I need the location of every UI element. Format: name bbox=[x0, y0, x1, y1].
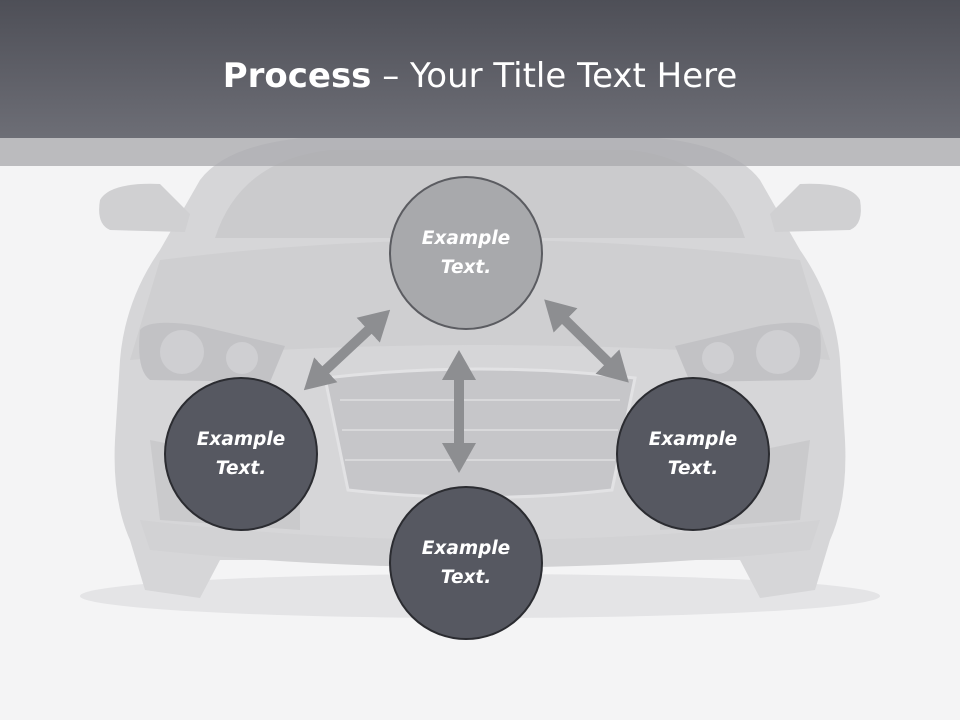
node-top-line1: Example bbox=[421, 228, 511, 249]
title-bold: Process bbox=[222, 56, 372, 96]
node-right: Example Text. bbox=[616, 377, 770, 531]
node-top-line2: Text. bbox=[440, 257, 492, 278]
slide-title: Process – Your Title Text Here bbox=[0, 54, 960, 98]
node-left-line2: Text. bbox=[215, 458, 267, 479]
node-left: Example Text. bbox=[164, 377, 318, 531]
title-underband bbox=[0, 138, 960, 166]
node-right-label: Example Text. bbox=[628, 425, 758, 483]
node-top: Example Text. bbox=[389, 176, 543, 330]
node-left-line1: Example bbox=[196, 429, 286, 450]
arrow-top-left bbox=[303, 309, 391, 391]
node-bottom: Example Text. bbox=[389, 486, 543, 640]
node-left-label: Example Text. bbox=[176, 425, 306, 483]
title-rest: – Your Title Text Here bbox=[371, 56, 738, 96]
node-right-line1: Example bbox=[648, 429, 738, 450]
node-right-line2: Text. bbox=[667, 458, 719, 479]
node-bottom-line1: Example bbox=[421, 538, 511, 559]
arrow-top-right bbox=[544, 299, 629, 383]
node-bottom-label: Example Text. bbox=[401, 534, 531, 592]
title-bar bbox=[0, 0, 960, 138]
node-bottom-line2: Text. bbox=[440, 567, 492, 588]
node-top-label: Example Text. bbox=[401, 224, 531, 282]
